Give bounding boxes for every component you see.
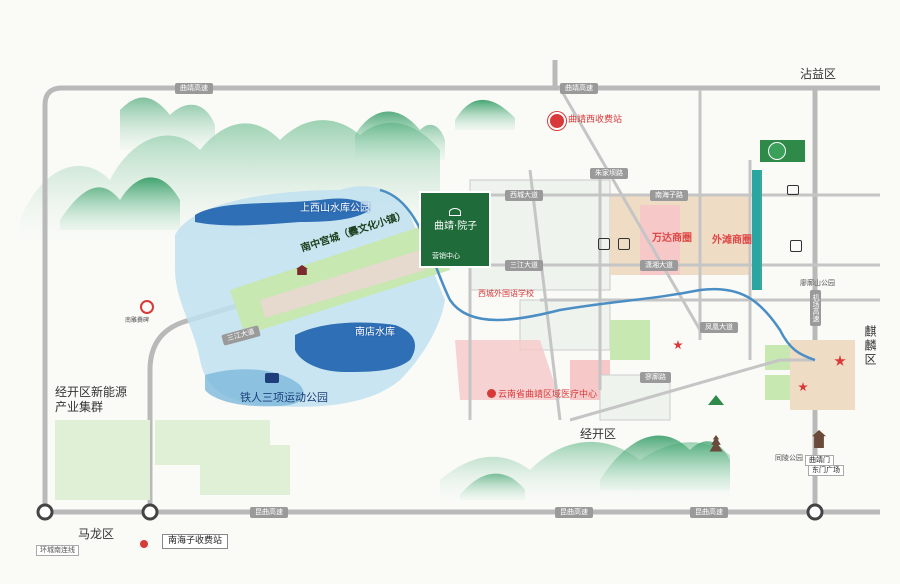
road-label-fenghuang: 凤凰大道 bbox=[700, 322, 738, 333]
place-dongmen: 东门广场 bbox=[808, 465, 844, 476]
road-label-kunqu-3: 昆曲高速 bbox=[690, 507, 728, 518]
road-label-xiaoxiang: 潇湘大道 bbox=[640, 260, 678, 271]
road-label-expressway-2: 曲靖高速 bbox=[560, 83, 598, 94]
project-strip bbox=[230, 220, 450, 335]
district-jingkai: 经开区 bbox=[580, 427, 617, 441]
park-tieren: 铁人三项运动公园 bbox=[240, 391, 328, 404]
toll-nanhaizi-label: 南海子收费站 bbox=[162, 534, 229, 549]
road-label-nanhaizi: 南海子路 bbox=[650, 190, 688, 201]
shop-icon bbox=[618, 238, 630, 250]
green-channel bbox=[752, 170, 760, 290]
project-logo-text: 曲靖·院子 bbox=[434, 221, 478, 232]
park-shangxishan: 上西山水库公园 bbox=[300, 203, 370, 214]
gate-icon bbox=[812, 430, 826, 448]
zone-waitan: 外滩商圈 bbox=[712, 235, 752, 246]
location-pin-icon[interactable] bbox=[548, 112, 566, 130]
park-nandian: 南店水库 bbox=[355, 327, 395, 338]
ring-nodes bbox=[36, 503, 824, 521]
road-label-zhujiaba: 朱家坝路 bbox=[590, 168, 628, 179]
mountain-icon bbox=[708, 395, 724, 405]
road-label-kunqu-2: 昆曲高速 bbox=[555, 507, 593, 518]
mountains-south bbox=[440, 435, 730, 500]
zone-medical: 云南省曲靖区域医疗中心 bbox=[498, 390, 598, 400]
star-icon bbox=[673, 340, 683, 350]
district-jingkai-industry: 经开区新能源产业集群 bbox=[55, 385, 128, 414]
district-zhanyi: 沾益区 bbox=[800, 67, 837, 81]
district-malong: 马龙区 bbox=[78, 527, 115, 541]
temple-icon bbox=[296, 265, 308, 275]
place-bridge-park: 廖廓山公园 bbox=[800, 279, 835, 287]
sports-icon bbox=[265, 373, 279, 383]
logo-icon bbox=[449, 208, 461, 216]
road-label-kunqu-1: 昆曲高速 bbox=[250, 507, 288, 518]
zone-xicheng-school: 西城外国语学校 bbox=[478, 289, 534, 298]
toll-west-label: 曲靖西收费站 bbox=[568, 115, 623, 125]
building-icon bbox=[790, 240, 802, 252]
school-icon bbox=[598, 238, 610, 250]
road-label-xicheng: 西城大道 bbox=[505, 190, 543, 201]
toll-connector-label: 环城南连线 bbox=[36, 545, 79, 556]
project-box[interactable] bbox=[419, 191, 491, 268]
star-icon bbox=[834, 355, 846, 366]
place-cuanbei: 南雕爨碑 bbox=[125, 317, 150, 324]
sales-center-label: 营销中心 bbox=[432, 252, 460, 260]
toll-pin-icon bbox=[140, 540, 148, 548]
landmark-pin-icon bbox=[140, 300, 154, 314]
zone-wanda: 万达商圈 bbox=[652, 233, 692, 244]
district-qilin: 麒麟区 bbox=[863, 325, 877, 367]
road-label-expressway-1: 曲靖高速 bbox=[175, 83, 213, 94]
park-icon bbox=[768, 142, 786, 160]
road-label-airport: 机场高速 bbox=[810, 290, 821, 326]
building-icon bbox=[787, 185, 799, 195]
star-icon bbox=[798, 382, 808, 392]
place-tongling: 同陵公园 bbox=[775, 454, 803, 462]
hospital-pin-icon bbox=[487, 389, 496, 398]
road-label-sanjiang-2: 三江大道 bbox=[505, 260, 543, 271]
road-label-liaokuo: 寥廓路 bbox=[640, 372, 671, 383]
